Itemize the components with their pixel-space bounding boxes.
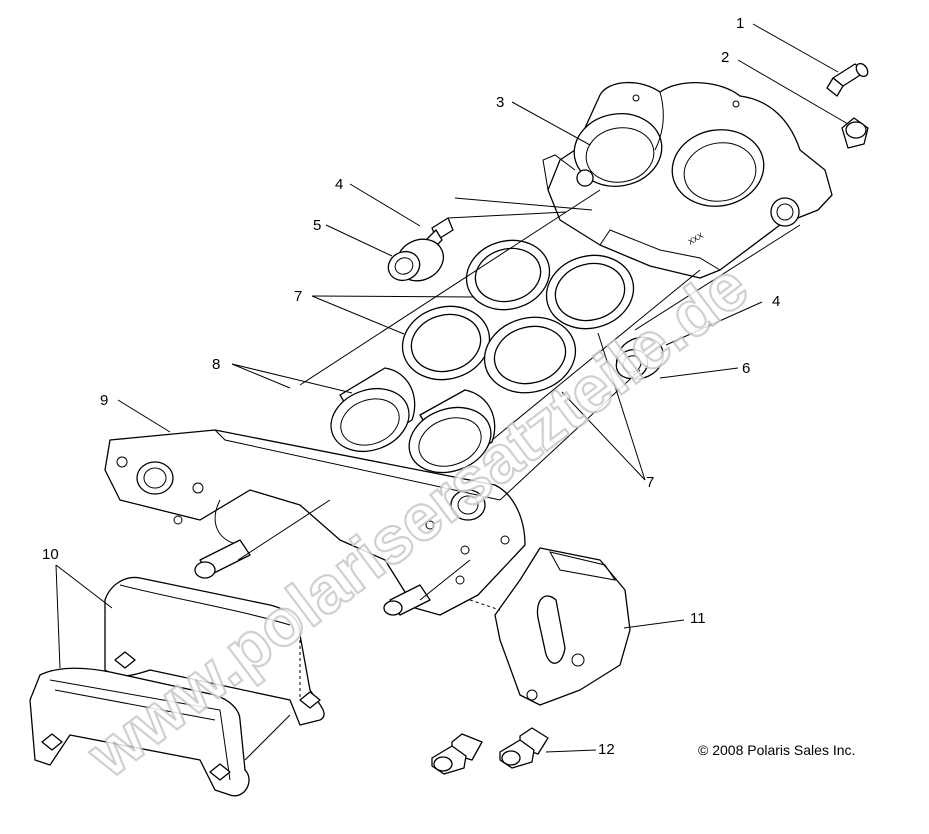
callout-12: 12 [598, 741, 615, 758]
callout-2: 2 [721, 49, 729, 66]
callout-6: 6 [742, 360, 750, 377]
caliper-body-part: XXX [542, 81, 833, 279]
callout-7-lower: 7 [646, 474, 654, 491]
copyright-notice: © 2008 Polaris Sales Inc. [698, 742, 855, 758]
pad-spring-part [494, 547, 631, 706]
callout-labels: 1 2 3 4 5 7 8 4 6 9 7 10 11 12 [42, 15, 780, 758]
callout-11: 11 [690, 610, 706, 627]
callout-4-right: 4 [772, 293, 780, 310]
callout-7-upper: 7 [294, 288, 302, 305]
callout-8: 8 [212, 356, 220, 373]
pistons-part [330, 367, 496, 474]
callout-3: 3 [496, 94, 504, 111]
leader-lines [55, 23, 849, 761]
callout-5: 5 [313, 217, 321, 234]
mounting-bolts-part [431, 727, 549, 775]
piston-seals-part [401, 239, 635, 394]
pin-boot-part [387, 238, 444, 282]
caliper-bracket-part [104, 429, 526, 616]
bleeder-screw-part [826, 62, 869, 97]
callout-9: 9 [100, 392, 108, 409]
lower-boot-part [615, 336, 664, 380]
brake-pads-part [29, 576, 325, 797]
bleeder-cap-part [841, 117, 869, 149]
callout-10: 10 [42, 546, 59, 563]
callout-4-upper: 4 [335, 176, 343, 193]
callout-1: 1 [736, 15, 744, 32]
